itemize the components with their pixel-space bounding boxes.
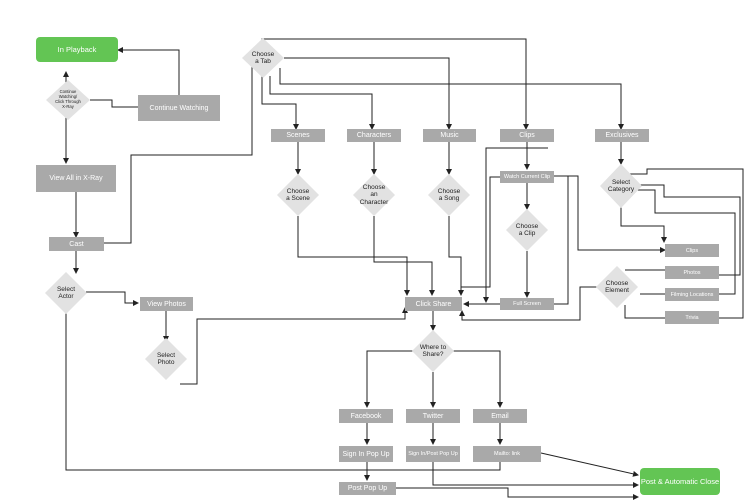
connector — [364, 350, 414, 408]
choose-tab-decision: Choose a Tab — [242, 38, 284, 78]
connector — [459, 286, 598, 321]
choose-scene-decision: Choose a Scene — [277, 174, 319, 216]
cast-box: Cast — [49, 237, 104, 251]
category-photos-box: Photos — [665, 266, 719, 279]
click-share-box: Click Share — [405, 297, 462, 311]
connector — [180, 307, 408, 385]
connector — [279, 68, 624, 130]
mailto-link-box: Mailto: link — [473, 446, 541, 462]
email-box: Email — [473, 409, 527, 423]
connector — [269, 76, 375, 130]
watch-current-clip-box: Watch Current Clip — [500, 171, 554, 183]
decision-label: Choose an Character — [359, 183, 389, 206]
decision-label: Select Category — [607, 178, 635, 193]
connector — [373, 216, 435, 296]
decision-label: Choose a Scene — [286, 187, 310, 202]
tab-characters-box: Characters — [347, 129, 401, 142]
post-popup-box: Post Pop Up — [339, 482, 396, 495]
category-clips-box: Clips — [665, 244, 719, 257]
sign-in-popup-box: Sign In Pop Up — [339, 446, 393, 462]
decision-label: Continue Watching/ Click Through X-Ray — [55, 89, 81, 109]
category-trivia-box: Trivia — [665, 311, 719, 324]
tab-scenes-box: Scenes — [271, 129, 325, 142]
connector — [540, 452, 639, 477]
choose-character-decision: Choose an Character — [353, 174, 395, 216]
continue-watching-box: Continue Watching — [138, 95, 220, 121]
select-actor-decision: Select Actor — [45, 272, 87, 314]
connector — [104, 62, 253, 244]
connector — [448, 216, 464, 296]
decision-label: Choose Element — [605, 279, 629, 294]
decision-label: Choose a Tab — [251, 50, 275, 65]
tab-clips-box: Clips — [500, 129, 554, 142]
decision-label: Select Actor — [56, 285, 76, 300]
in-playback-terminal: In Playback — [36, 37, 118, 62]
continue-or-xray-decision: Continue Watching/ Click Through X-Ray — [46, 80, 90, 120]
connector — [554, 175, 666, 253]
select-photo-decision: Select Photo — [145, 338, 187, 380]
connector — [621, 168, 744, 319]
connector — [620, 206, 667, 243]
choose-clip-decision: Choose a Clip — [506, 209, 548, 251]
connector — [90, 99, 138, 108]
connector — [461, 176, 500, 288]
twitter-box: Twitter — [406, 409, 460, 423]
connector — [86, 291, 139, 306]
connector — [635, 184, 741, 276]
connector — [261, 76, 299, 130]
tab-music-box: Music — [423, 129, 476, 142]
connector — [297, 216, 410, 296]
connector — [483, 147, 548, 303]
connector — [396, 487, 639, 500]
post-close-terminal: Post & Automatic Close — [640, 468, 720, 495]
connector — [284, 57, 452, 130]
facebook-box: Facebook — [339, 409, 393, 423]
tab-exclusives-box: Exclusives — [595, 129, 649, 142]
choose-song-decision: Choose a Song — [428, 174, 470, 216]
select-category-decision: Select Category — [600, 164, 642, 208]
full-screen-box: Full Screen — [500, 298, 554, 310]
connector — [432, 462, 639, 488]
where-to-share-decision: Where to Share? — [412, 330, 454, 372]
view-photos-box: View Photos — [140, 297, 193, 311]
category-filming-box: Filming Locations — [665, 288, 719, 301]
decision-label: Select Photo — [156, 351, 176, 366]
connector — [624, 305, 665, 319]
connector — [635, 189, 736, 295]
connector — [117, 47, 180, 95]
sign-in-post-popup-box: Sign In/Post Pop Up — [406, 446, 460, 462]
decision-label: Choose a Song — [437, 187, 461, 202]
choose-element-decision: Choose Element — [596, 266, 638, 308]
connector — [452, 350, 503, 408]
decision-label: Where to Share? — [419, 343, 447, 358]
view-all-xray-box: View All in X-Ray — [36, 165, 116, 192]
decision-label: Choose a Clip — [515, 222, 539, 237]
